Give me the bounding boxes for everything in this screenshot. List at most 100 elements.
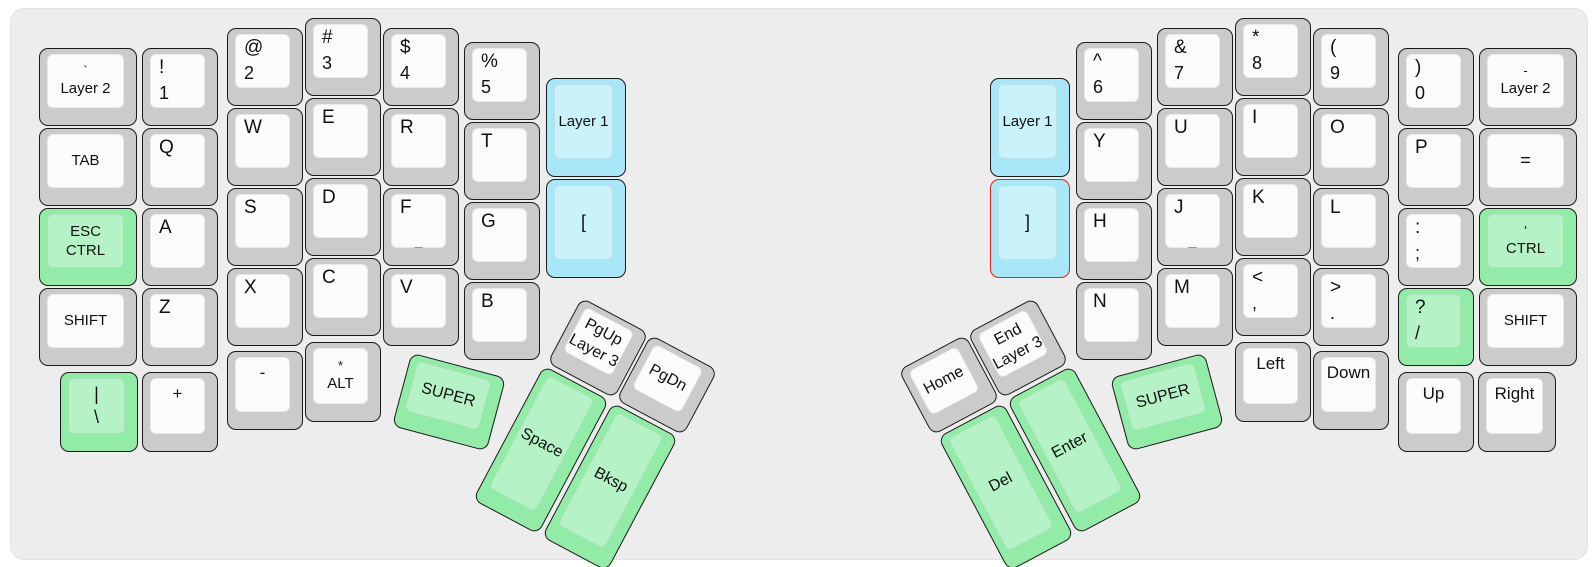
key-r-y[interactable]: Y — [1076, 122, 1152, 200]
key-r-n[interactable]: N — [1076, 282, 1152, 360]
key-l-g[interactable]: G — [464, 202, 540, 280]
key-r-rbracket[interactable]: ] — [990, 179, 1070, 278]
keycap-face: D — [313, 184, 368, 238]
key-legend: Layer 1 — [1002, 112, 1053, 130]
key-l-q[interactable]: Q — [142, 128, 218, 206]
key-l-t[interactable]: T — [464, 122, 540, 200]
key-l-plus[interactable]: + — [142, 372, 218, 452]
key-l-pipe-backslash[interactable]: |\ — [60, 372, 138, 452]
key-r-j[interactable]: J_ — [1157, 188, 1233, 266]
key-r-rparen-0[interactable]: )0 — [1398, 48, 1474, 126]
key-r-gt-period[interactable]: >. — [1313, 268, 1389, 346]
key-r-quote-ctrl[interactable]: 'CTRL — [1479, 208, 1577, 286]
key-r-shift[interactable]: SHIFT — [1479, 288, 1577, 366]
key-legend: F — [400, 197, 412, 218]
key-l-hash-3[interactable]: #3 — [305, 18, 381, 96]
key-l-b[interactable]: B — [464, 282, 540, 360]
key-legend: L — [1330, 197, 1341, 218]
keycap-face: O — [1321, 114, 1376, 168]
key-l-x[interactable]: X — [227, 268, 303, 346]
key-l-minus[interactable]: - — [227, 351, 303, 430]
key-legend: # — [322, 27, 333, 48]
key-r-i[interactable]: I — [1235, 98, 1311, 176]
key-legend: Layer 2 — [60, 79, 111, 97]
key-r-right[interactable]: Right — [1478, 372, 1556, 452]
keycap-face: $4 — [391, 34, 446, 88]
key-r-minus-layer2[interactable]: -Layer 2 — [1479, 48, 1577, 126]
key-l-tab[interactable]: TAB — [39, 128, 137, 206]
key-l-dollar-4[interactable]: $4 — [383, 28, 459, 106]
key-r-colon-semi[interactable]: :; — [1398, 208, 1474, 286]
key-r-p[interactable]: P — [1398, 128, 1474, 206]
key-l-s[interactable]: S — [227, 188, 303, 266]
keycap-face: ] — [998, 185, 1057, 260]
key-r-m[interactable]: M — [1157, 268, 1233, 346]
key-legend: * — [337, 358, 344, 374]
key-legend: PgDn — [645, 361, 690, 396]
key-legend: 5 — [481, 77, 492, 97]
key-l-grave-layer2[interactable]: `Layer 2 — [39, 48, 137, 126]
key-legend: Q — [159, 137, 174, 158]
key-l-shift[interactable]: SHIFT — [39, 288, 137, 366]
key-legend: ? — [1415, 297, 1426, 318]
key-r-amp-7[interactable]: &7 — [1157, 28, 1233, 106]
key-r-o[interactable]: O — [1313, 108, 1389, 186]
key-l-excl-1[interactable]: !1 — [142, 48, 218, 126]
key-r-u[interactable]: U — [1157, 108, 1233, 186]
key-legend: \ — [93, 406, 99, 427]
key-l-at-2[interactable]: @2 — [227, 28, 303, 106]
keycap-face: @2 — [235, 34, 290, 88]
key-legend: . — [1330, 303, 1336, 323]
key-r-h[interactable]: H — [1076, 202, 1152, 280]
key-r-caret-6[interactable]: ^6 — [1076, 42, 1152, 120]
key-r-k[interactable]: K — [1235, 178, 1311, 256]
keycap-face: :; — [1406, 214, 1461, 268]
key-l-c[interactable]: C — [305, 258, 381, 336]
key-l-alt[interactable]: *ALT — [305, 342, 381, 422]
key-r-question-slash[interactable]: ?/ — [1398, 288, 1474, 366]
key-l-percent-5[interactable]: %5 — [464, 42, 540, 120]
key-legend: K — [1252, 187, 1265, 208]
key-l-a[interactable]: A — [142, 208, 218, 286]
keycap-face: &7 — [1165, 34, 1220, 88]
key-legend: N — [1093, 291, 1107, 312]
keycap-face: + — [150, 378, 205, 434]
key-legend: Down — [1326, 363, 1371, 382]
key-legend: P — [1415, 137, 1428, 158]
key-r-up[interactable]: Up — [1398, 372, 1474, 452]
key-r-layer1[interactable]: Layer 1 — [990, 78, 1070, 177]
key-l-w[interactable]: W — [227, 108, 303, 186]
key-legend: B — [481, 291, 494, 312]
keycap-face: K — [1243, 184, 1298, 238]
key-r-left[interactable]: Left — [1235, 342, 1311, 422]
key-legend: Layer 2 — [1500, 79, 1551, 97]
key-legend: 2 — [244, 63, 255, 83]
keycap-face: I — [1243, 104, 1298, 158]
keycap-face: ?/ — [1406, 294, 1461, 348]
key-r-down[interactable]: Down — [1313, 351, 1389, 430]
key-l-r[interactable]: R — [383, 108, 459, 186]
key-l-layer1[interactable]: Layer 1 — [546, 78, 626, 177]
key-r-ast-8[interactable]: *8 — [1235, 18, 1311, 96]
key-legend: [ — [580, 211, 586, 232]
key-legend: - — [259, 363, 266, 382]
key-legend: Y — [1093, 131, 1106, 152]
key-r-lparen-9[interactable]: (9 — [1313, 28, 1389, 106]
key-r-l[interactable]: L — [1313, 188, 1389, 266]
key-r-lt-comma[interactable]: <, — [1235, 258, 1311, 336]
key-l-lbracket[interactable]: [ — [546, 179, 626, 278]
key-l-v[interactable]: V — [383, 268, 459, 346]
key-legend: > — [1330, 277, 1342, 298]
key-r-equals[interactable]: = — [1479, 128, 1577, 206]
keycap-face: = — [1487, 134, 1564, 188]
key-l-d[interactable]: D — [305, 178, 381, 256]
keycap-face: B — [472, 288, 527, 342]
keycap-face: U — [1165, 114, 1220, 168]
key-l-z[interactable]: Z — [142, 288, 218, 366]
key-l-e[interactable]: E — [305, 98, 381, 176]
key-l-f[interactable]: F_ — [383, 188, 459, 266]
keycap-face: Layer 1 — [998, 84, 1057, 159]
